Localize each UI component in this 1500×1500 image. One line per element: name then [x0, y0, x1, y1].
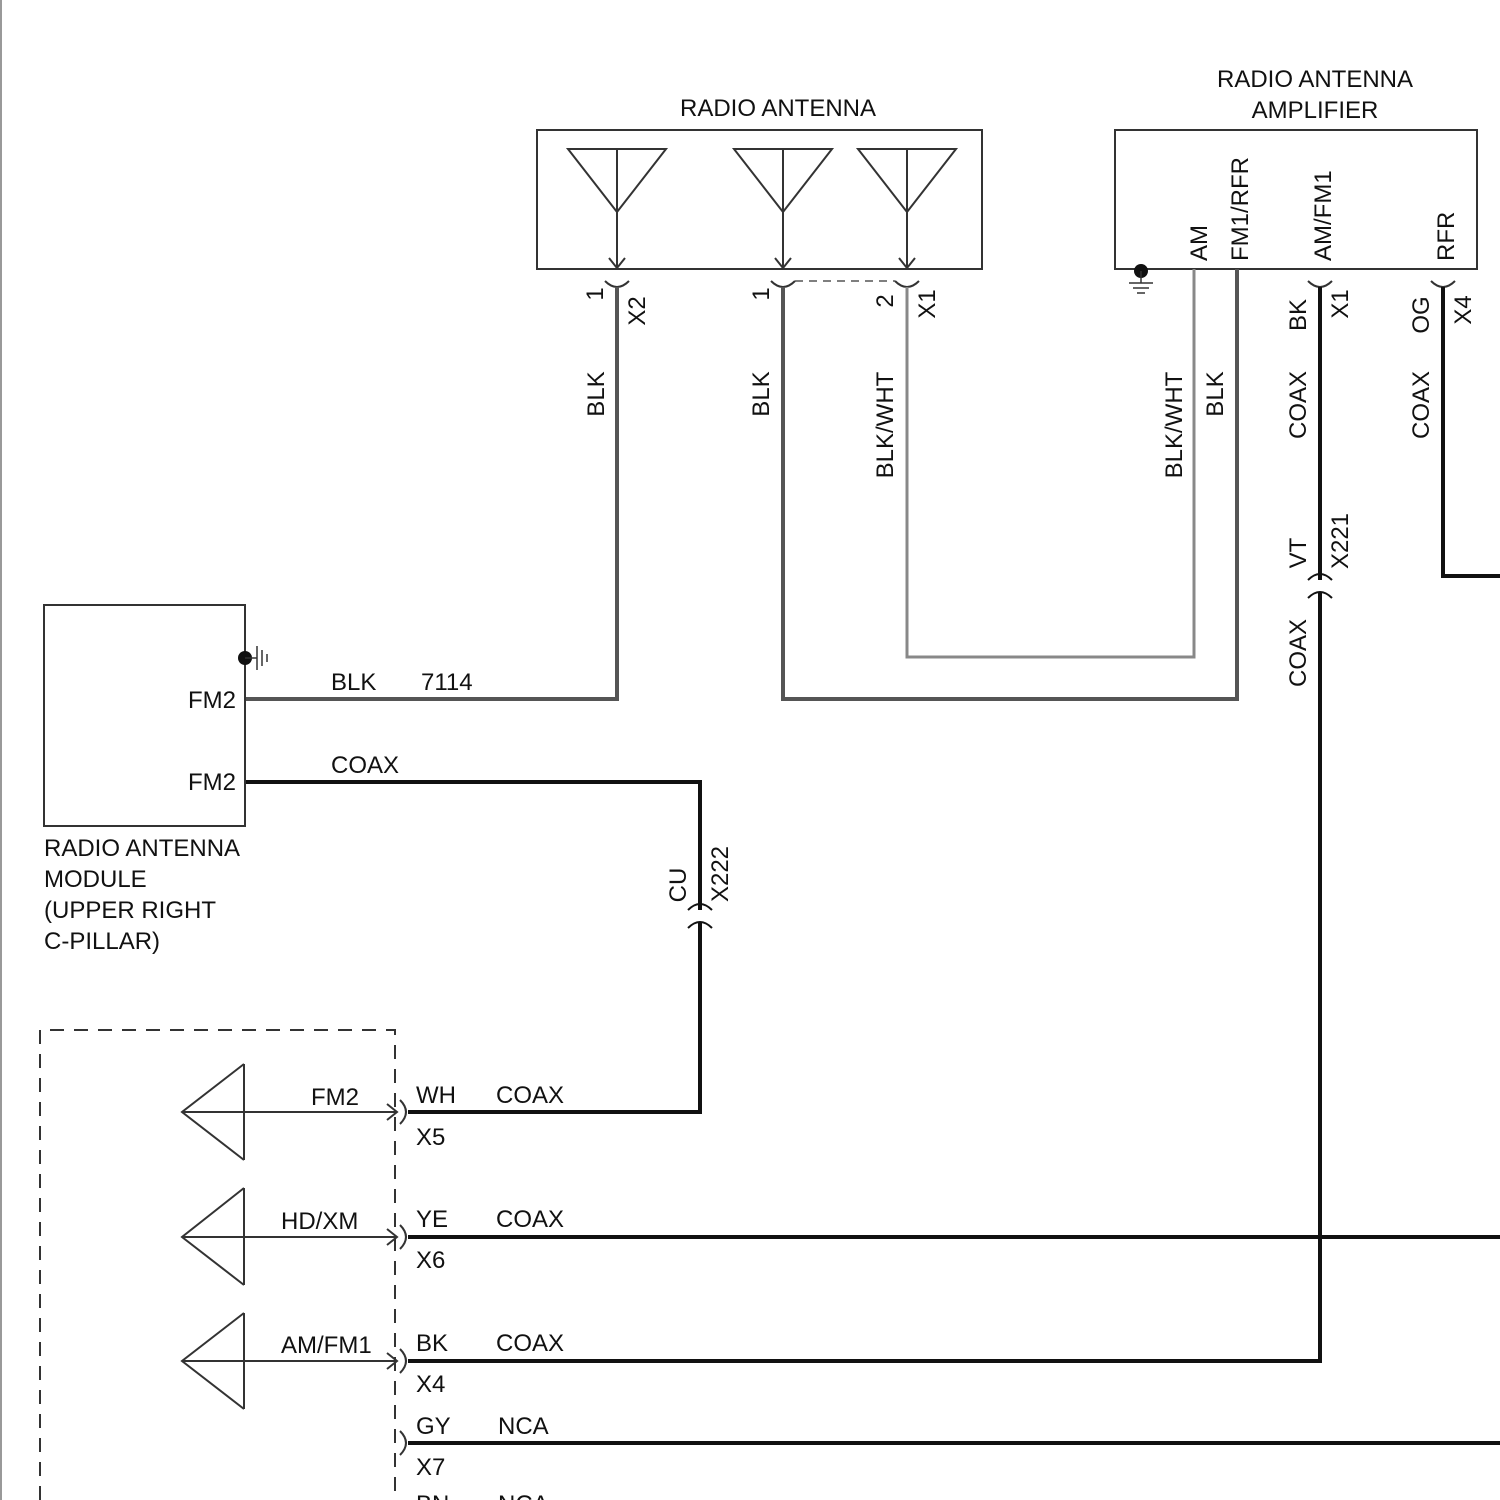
- wire-blk-7114: [246, 287, 617, 699]
- receiver-conn-x6: X6: [416, 1247, 445, 1274]
- pin-am-fm1: AM/FM1: [1310, 170, 1337, 261]
- connector-x5-icon: [400, 1100, 406, 1124]
- connector-x1-pin-1-icon: [771, 281, 795, 287]
- connector-label-x1: X1: [914, 289, 941, 318]
- color-og-x4: OG: [1408, 296, 1435, 333]
- module-pin-fm2-b: FM2: [188, 769, 236, 796]
- pin-label-2-x1: 2: [872, 294, 899, 307]
- receiver-input-hdxm: HD/XM: [281, 1208, 358, 1235]
- connector-x1-amfm1-icon: [1308, 281, 1332, 287]
- module-ground-icon: [238, 646, 267, 670]
- wire-label-coax-1: COAX: [1285, 371, 1312, 439]
- wire-label-blk-2: BLK: [748, 371, 775, 416]
- connector-x1-amp: X1: [1327, 289, 1354, 318]
- receiver-input-fm2: FM2: [311, 1084, 359, 1111]
- pin-label-1-x1: 1: [748, 287, 775, 300]
- connector-label-x2: X2: [624, 296, 651, 325]
- amplifier-component: RADIO ANTENNA AMPLIFIER AM FM1/RFR AM/FM…: [1115, 66, 1477, 334]
- wire-og-coax: [1443, 287, 1500, 576]
- module-name-line3: (UPPER RIGHT: [44, 897, 216, 924]
- receiver-color-bk: BK: [416, 1330, 448, 1357]
- connector-x4-icon: [400, 1349, 406, 1373]
- amplifier-title-line1: RADIO ANTENNA: [1217, 66, 1413, 93]
- receiver-input-amfm1: AM/FM1: [281, 1332, 372, 1359]
- pin-am: AM: [1186, 225, 1213, 261]
- receiver-conn-x7: X7: [416, 1454, 445, 1481]
- antenna-input-fm2-icon: [182, 1064, 397, 1160]
- wire-label-blk-3: BLK: [1202, 371, 1229, 416]
- module-name-line1: RADIO ANTENNA: [44, 835, 240, 862]
- connector-x2-pin-1-icon: [605, 281, 629, 287]
- antenna-element-3-icon: [858, 149, 956, 268]
- receiver-conn-x5: X5: [416, 1124, 445, 1151]
- receiver-color-bn-partial: BN: [416, 1491, 449, 1500]
- receiver-wire-nca-partial: NCA: [498, 1491, 549, 1500]
- wire-coax-fm2: [246, 782, 700, 910]
- antenna-element-1-icon: [568, 149, 666, 268]
- amplifier-box: [1115, 130, 1477, 269]
- receiver-color-wh: WH: [416, 1082, 456, 1109]
- connector-x4-rfr-icon: [1431, 281, 1455, 287]
- connector-x4-amp: X4: [1450, 295, 1477, 324]
- module-name-line2: MODULE: [44, 866, 147, 893]
- wire-coax-amfm1-lower: [408, 592, 1320, 1361]
- receiver-wire-nca-x7: NCA: [498, 1413, 549, 1440]
- receiver-conn-x4: X4: [416, 1371, 445, 1398]
- pin-fm1-rfr: FM1/RFR: [1227, 157, 1254, 261]
- amplifier-title-line2: AMPLIFIER: [1252, 97, 1379, 124]
- radio-antenna-title: RADIO ANTENNA: [680, 95, 876, 122]
- wire-label-blk-fm2: BLK: [331, 669, 376, 696]
- wire-label-coax-3: COAX: [1285, 619, 1312, 687]
- radio-antenna-module: FM2 FM2 RADIO ANTENNA MODULE (UPPER RIGH…: [44, 605, 267, 955]
- wire-blk-loop: [783, 269, 1237, 699]
- wire-blk-wht-loop: [907, 269, 1194, 657]
- receiver-wire-coax-x6: COAX: [496, 1206, 564, 1233]
- module-pin-fm2-a: FM2: [188, 687, 236, 714]
- wire-label-blk-1: BLK: [583, 371, 610, 416]
- wire-label-coax-2: COAX: [1408, 371, 1435, 439]
- color-bk-x1: BK: [1285, 299, 1312, 331]
- wire-label-vt: VT: [1285, 537, 1312, 568]
- receiver-wire-coax-x4: COAX: [496, 1330, 564, 1357]
- circuit-number-7114: 7114: [421, 669, 473, 696]
- connector-x7-icon: [400, 1431, 406, 1455]
- wire-label-blk-wht-2: BLK/WHT: [1161, 371, 1188, 478]
- radio-antenna-box: [537, 130, 982, 269]
- connector-label-x222: X222: [707, 846, 734, 902]
- receiver-color-gy: GY: [416, 1413, 451, 1440]
- antenna-input-amfm1-icon: [182, 1313, 397, 1409]
- pin-label-1-x2: 1: [582, 287, 609, 300]
- antenna-element-2-icon: [734, 149, 832, 268]
- connector-x6-icon: [400, 1225, 406, 1249]
- wire-label-blk-wht-1: BLK/WHT: [872, 371, 899, 478]
- receiver-color-ye: YE: [416, 1206, 448, 1233]
- wire-label-cu: CU: [665, 868, 692, 903]
- connector-label-x221: X221: [1327, 513, 1354, 569]
- receiver-wire-coax-x5: COAX: [496, 1082, 564, 1109]
- receiver-component: FM2 WH COAX X5 HD/XM YE COAX X6 AM/FM1 B…: [40, 1030, 1500, 1500]
- pin-rfr: RFR: [1433, 212, 1460, 261]
- wire-label-coax-fm2: COAX: [331, 752, 399, 779]
- radio-antenna-component: RADIO ANTENNA 1 X2 1 2 X1: [537, 95, 982, 326]
- connector-x1-pin-2-icon: [895, 281, 919, 287]
- module-name-line4: C-PILLAR): [44, 928, 160, 955]
- antenna-input-hdxm-icon: [182, 1188, 397, 1285]
